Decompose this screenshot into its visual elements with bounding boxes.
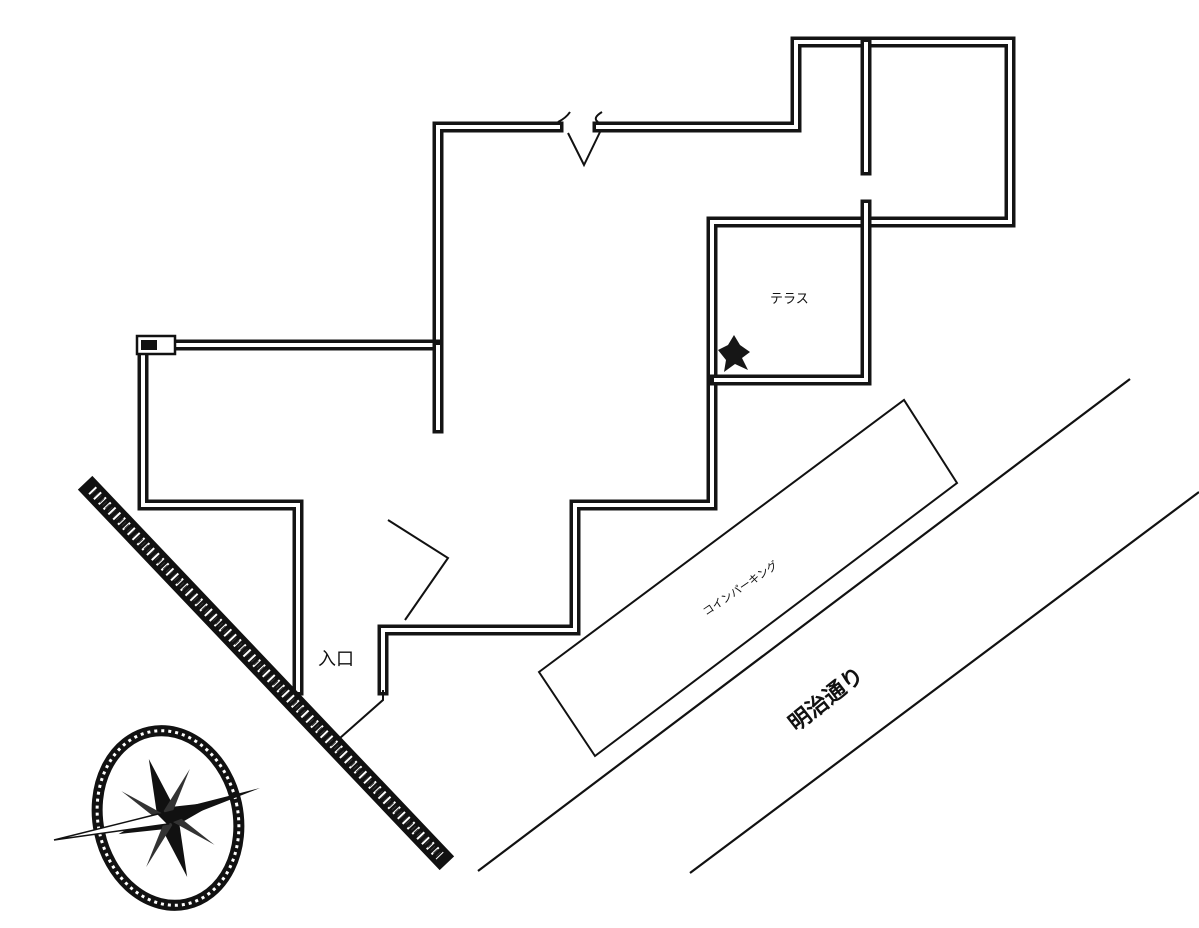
entrance-door (339, 519, 450, 739)
top-door (557, 111, 603, 168)
coin-parking-area (537, 398, 959, 758)
coin-parking-label: コインパーキング (700, 558, 781, 619)
exterior-wall-inner-line (141, 40, 1012, 692)
street-edges (477, 378, 1199, 874)
building-walls (135, 36, 1016, 696)
plant-icon (718, 335, 750, 372)
street-label: 明治通り (784, 662, 869, 737)
entrance-label: 入口 (318, 649, 354, 670)
compass-icon (53, 725, 260, 911)
terrace-label: テラス (770, 292, 809, 307)
boundary-wall (77, 475, 455, 871)
